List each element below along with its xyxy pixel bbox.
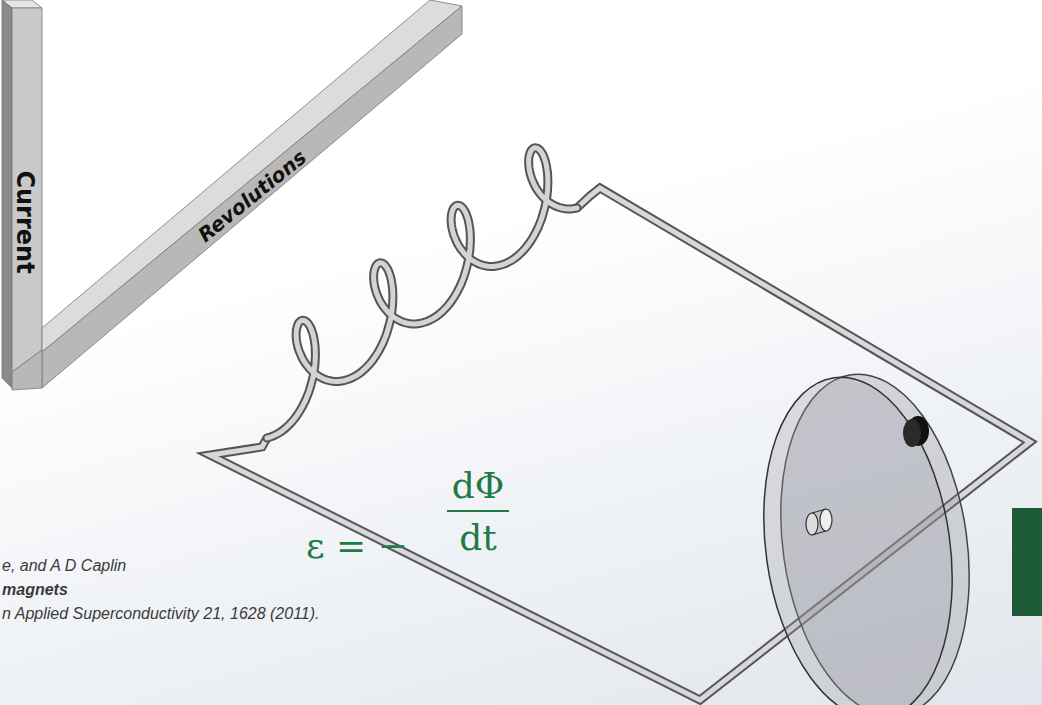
- fraction-bar: [447, 510, 510, 512]
- citation-text: n Applied Superconductivity 21, 1628 (20…: [2, 604, 320, 623]
- coil-winding: [267, 148, 577, 438]
- flywheel-disk: [743, 362, 990, 705]
- l-bar: CurrentRevolutions: [0, 0, 470, 392]
- equation-lhs: ε = −: [306, 528, 408, 564]
- citation-text: e, and A D Caplin: [2, 556, 126, 575]
- knob: [903, 416, 929, 447]
- bar-label: Current: [11, 170, 39, 273]
- shaft: [806, 509, 832, 535]
- citation-title: magnets: [2, 580, 68, 599]
- equation-numerator: dΦ: [452, 468, 505, 504]
- equation-denominator: dt: [459, 520, 497, 556]
- slide-tab: [1012, 508, 1042, 616]
- coil-winding-face: [267, 148, 577, 438]
